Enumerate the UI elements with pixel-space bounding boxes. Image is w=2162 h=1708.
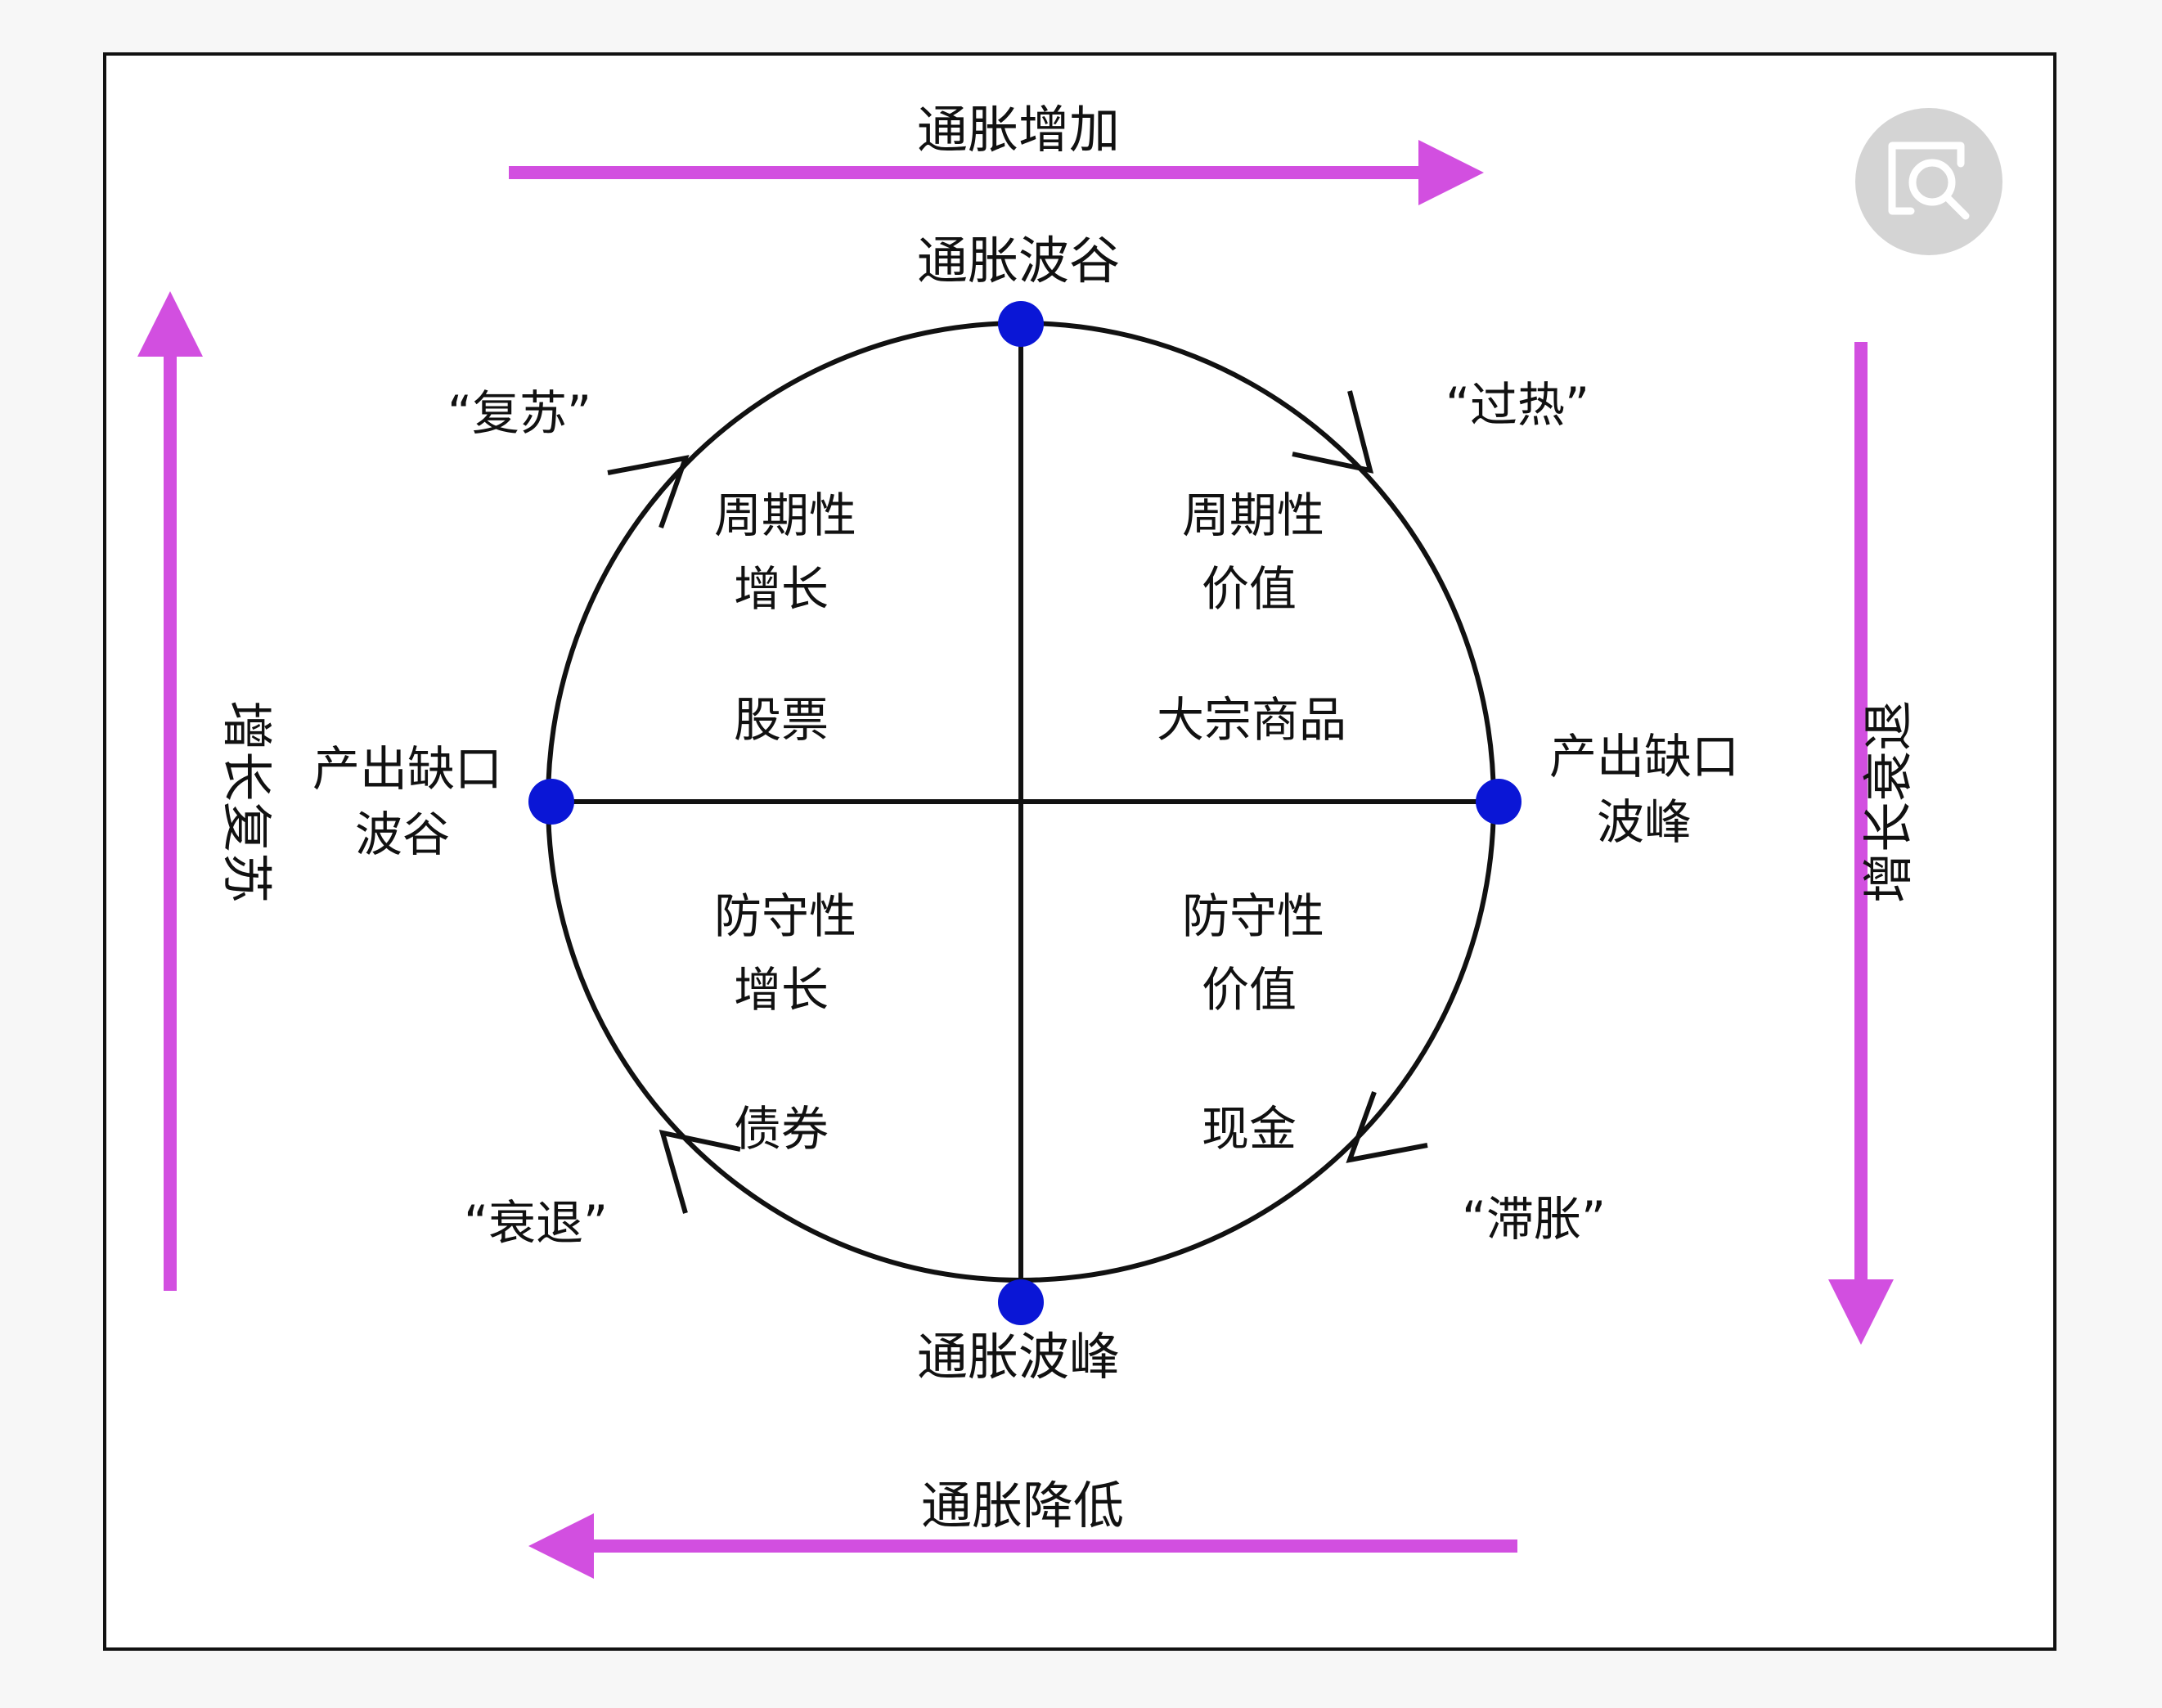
direction-chevron-top-right [1292, 390, 1374, 474]
quadrant-bottom-right-asset: 现金 [1202, 1101, 1297, 1157]
direction-chevron-bottom-left [658, 1130, 741, 1214]
diagram-frame [103, 52, 2056, 1651]
image-search-icon [1888, 142, 1970, 220]
quadrant-bottom-left-style-2: 增长 [734, 962, 829, 1018]
quadrant-top-right-asset: 大宗商品 [1157, 692, 1346, 748]
quadrant-top-left-style-1: 周期性 [714, 488, 856, 543]
phase-recession: “衰退” [464, 1195, 608, 1251]
node-left [528, 779, 574, 825]
quadrant-top-left-asset: 股票 [734, 692, 829, 748]
label-output-gap-left-1: 产出缺口 [312, 741, 502, 797]
label-inflation-peak: 通胀波峰 [917, 1327, 1120, 1387]
quadrant-bottom-left-asset: 债券 [734, 1101, 829, 1157]
phase-recovery: “复苏” [447, 385, 591, 441]
quadrant-bottom-left-style-1: 防守性 [714, 888, 856, 944]
label-output-gap-right-2: 波峰 [1597, 794, 1692, 850]
label-output-gap-left-2: 波谷 [355, 807, 450, 862]
phase-overheat: “过热” [1445, 377, 1589, 433]
quadrant-top-right-style-1: 周期性 [1182, 488, 1324, 543]
label-inflation-up: 通胀增加 [917, 100, 1120, 160]
quadrant-top-left-style-2: 增长 [734, 561, 829, 617]
label-inflation-down: 通胀降低 [921, 1476, 1124, 1535]
label-growth-down: 增长衰退 [1859, 700, 1918, 903]
label-growth-up: 增长复苏 [217, 700, 276, 903]
node-bottom [998, 1279, 1044, 1325]
quadrant-bottom-right-style-1: 防守性 [1182, 888, 1324, 944]
direction-chevron-bottom-right [1346, 1090, 1428, 1163]
quadrant-top-right-style-2: 价值 [1202, 561, 1297, 617]
phase-stagflation: “滞胀” [1462, 1191, 1606, 1247]
quadrant-bottom-right-style-2: 价值 [1202, 962, 1297, 1018]
node-top [998, 301, 1044, 347]
label-output-gap-right-1: 产出缺口 [1549, 729, 1739, 784]
label-inflation-trough: 通胀波谷 [917, 231, 1120, 290]
node-right [1476, 779, 1521, 825]
image-search-button-bg[interactable] [1855, 108, 2002, 255]
image-search-button[interactable] [1855, 108, 2002, 255]
direction-chevron-top-left [607, 455, 690, 528]
